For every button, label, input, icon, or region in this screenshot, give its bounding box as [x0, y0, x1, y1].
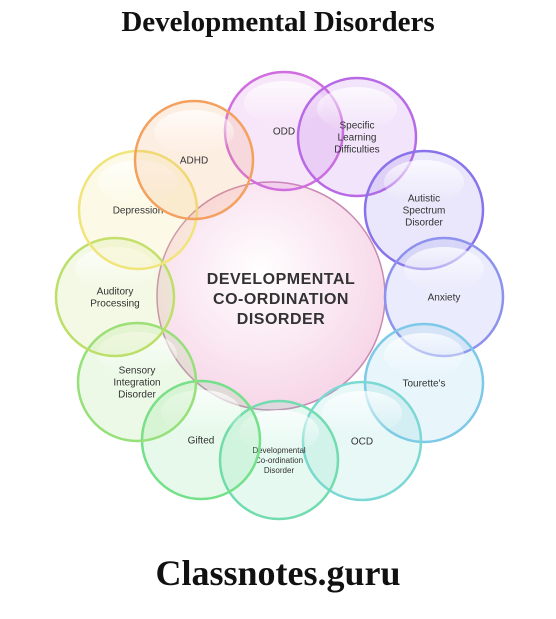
petal-label: Autistic [408, 194, 440, 205]
page-title: Developmental Disorders [121, 6, 435, 38]
petal-label: Specific [339, 121, 374, 132]
petal-label: Gifted [188, 436, 215, 447]
petal-gloss [384, 160, 464, 204]
petal-gloss [97, 332, 177, 376]
center-label-line: DISORDER [237, 311, 325, 328]
petal-label: Sensory [119, 366, 156, 377]
petal-label: Difficulties [334, 145, 379, 156]
petal-node: Anxiety [383, 236, 505, 358]
petal-node: ODD [223, 70, 345, 192]
center-label-line: DEVELOPMENTAL [207, 271, 355, 288]
petal-label: Tourette's [402, 379, 445, 390]
petal-label: ODD [273, 127, 295, 138]
petal-label: Disorder [118, 390, 156, 401]
petal-ring: ODDSpecificLearningDifficultiesAutisticS… [54, 70, 505, 521]
petal-label: Disorder [264, 466, 295, 475]
petal-label: Developmental [252, 446, 306, 455]
petal-label: Processing [90, 299, 139, 310]
petal-gloss [384, 333, 464, 377]
petal-node: Depression [77, 149, 199, 271]
petal-label: OCD [351, 437, 373, 448]
petal-label: Auditory [97, 287, 134, 298]
petal-label: Disorder [405, 218, 443, 229]
petal-gloss [322, 391, 402, 435]
petal-gloss [154, 110, 234, 154]
petal-node: ADHD [133, 99, 255, 221]
site-watermark: Classnotes.guru [155, 553, 401, 593]
petal-label: Anxiety [428, 293, 461, 304]
center-label: DEVELOPMENTAL CO-ORDINATION DISORDER [207, 271, 355, 328]
petal-gloss [244, 81, 324, 125]
petal-gloss [317, 87, 397, 131]
petal-label: Spectrum [403, 206, 446, 217]
petal-gloss [75, 247, 155, 291]
petal-gloss [404, 247, 484, 291]
petal-label: Co-ordination [255, 456, 303, 465]
petal-label: Learning [338, 133, 377, 144]
petal-label: Integration [113, 378, 160, 389]
petal-label: ADHD [180, 156, 208, 167]
petal-label: Depression [113, 206, 164, 217]
petal-node: OCD [301, 380, 423, 502]
center-label-line: CO-ORDINATION [213, 291, 349, 308]
